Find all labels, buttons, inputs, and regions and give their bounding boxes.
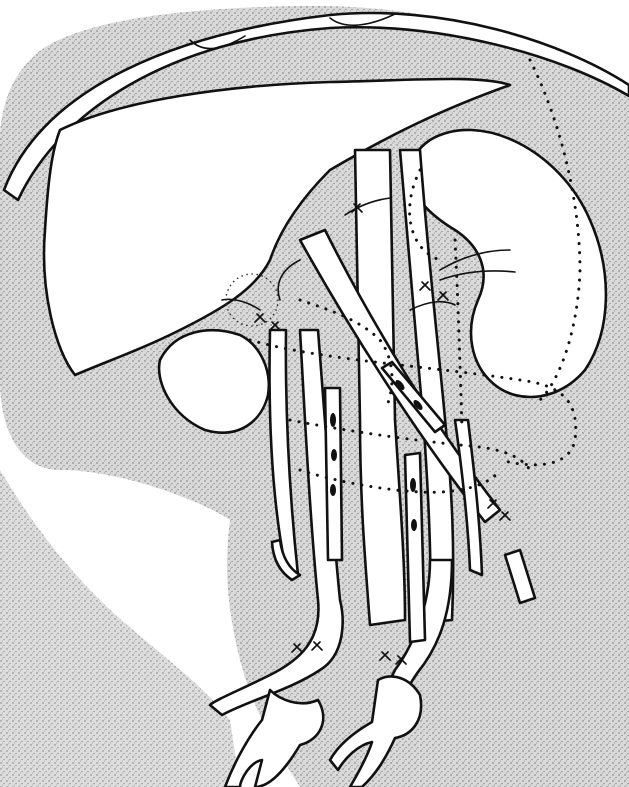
clot: [330, 413, 336, 427]
clot: [410, 478, 416, 492]
clot: [411, 519, 417, 531]
clot: [330, 484, 336, 496]
clot: [331, 449, 337, 461]
lower-left-lobe-shadow: [0, 470, 240, 787]
